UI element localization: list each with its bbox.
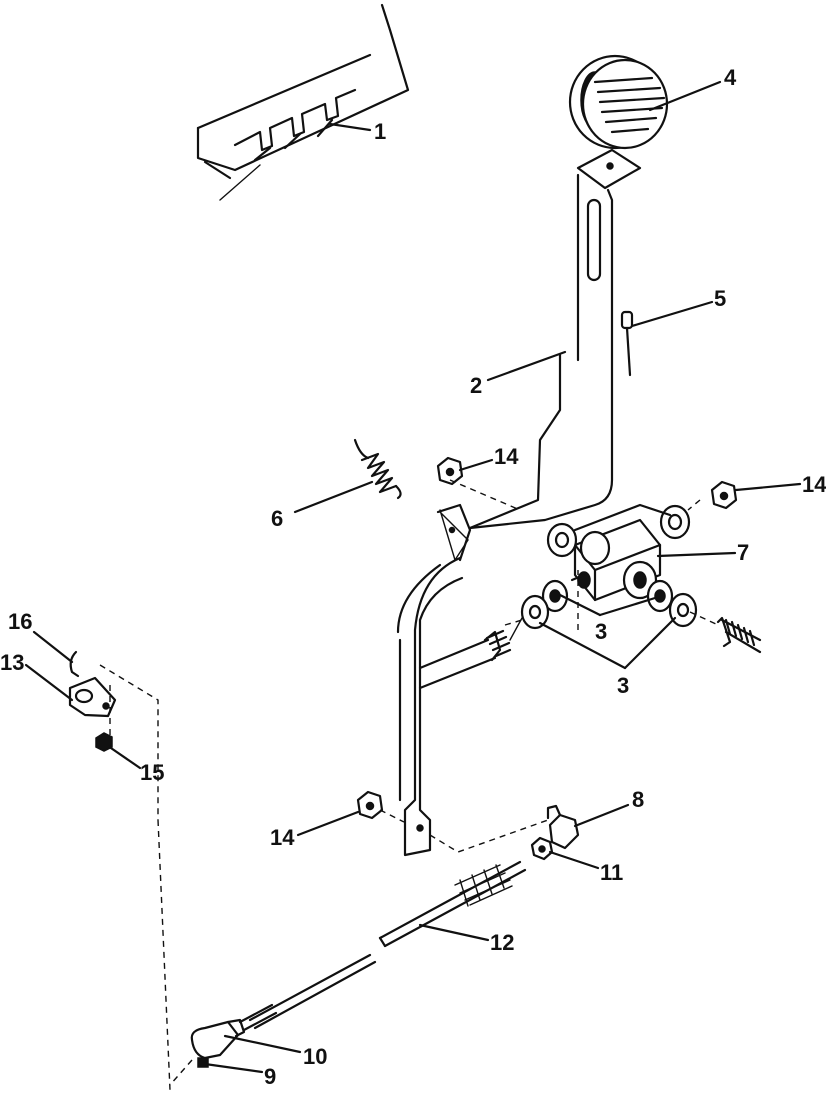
elbow-fitting-part-8	[546, 804, 580, 850]
callout-1: 1	[374, 119, 386, 144]
pivot-shaft	[418, 617, 523, 690]
assembly-lines	[99, 479, 719, 1091]
spring-part-6	[353, 438, 402, 500]
callout-14-bottom: 14	[270, 825, 295, 850]
washers-part-3	[520, 503, 698, 630]
callout-13: 13	[0, 650, 24, 675]
threaded-stub	[716, 616, 762, 654]
pin-part-5	[620, 310, 634, 377]
callouts: 1 2 3 3 4 5 6 7 8 9 10 11 12 13 14 14 14…	[0, 65, 826, 1089]
callout-14-top: 14	[494, 444, 519, 469]
nut-part-14-c	[356, 790, 384, 820]
callout-5: 5	[714, 286, 726, 311]
rod-part-12	[238, 860, 527, 1032]
callout-10: 10	[303, 1044, 327, 1069]
callout-4: 4	[724, 65, 737, 90]
pedal-pad-part-4	[568, 54, 669, 190]
pedal-arm-part-2	[396, 173, 614, 857]
callout-15: 15	[140, 760, 164, 785]
callout-9: 9	[264, 1064, 276, 1089]
pivot-block-part-7	[570, 518, 662, 602]
clip-part-16	[69, 650, 80, 678]
nut-part-14-b	[710, 480, 738, 510]
callout-11: 11	[600, 860, 623, 885]
callout-7: 7	[737, 540, 749, 565]
nut-part-14-a	[436, 456, 464, 486]
ball-joint-part-10	[190, 1018, 246, 1060]
callout-3-upper: 3	[595, 619, 607, 644]
nut-part-9	[197, 1057, 209, 1068]
callout-2: 2	[470, 373, 482, 398]
callout-3-lower: 3	[617, 673, 629, 698]
callout-16: 16	[8, 609, 32, 634]
callout-6: 6	[271, 506, 283, 531]
leader-lines	[24, 80, 802, 1074]
stop-bracket-part-1	[233, 88, 357, 162]
callout-14-right: 14	[802, 472, 826, 497]
callout-8: 8	[632, 787, 644, 812]
jam-nut-part-11	[530, 836, 554, 861]
chassis-panel	[196, 3, 410, 201]
bracket-part-13	[68, 676, 117, 718]
callout-12: 12	[490, 930, 514, 955]
